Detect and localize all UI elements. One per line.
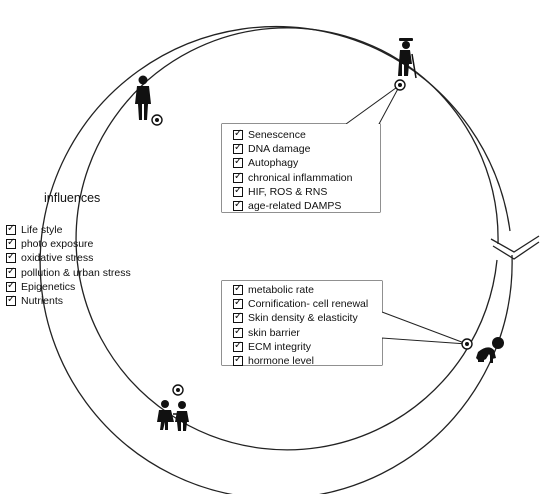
list-item: pollution & urban stress [6,266,131,280]
early-life-factors-box: metabolic rate Cornification- cell renew… [222,281,382,368]
checkbox-icon [6,251,16,264]
cycle-arrow-notch [490,235,540,253]
influences-list: Life style photo exposure oxidative stre… [6,223,131,308]
elderly-person-icon [398,38,417,79]
influences-title: influences [44,191,101,205]
list-item: Senescence [233,128,380,142]
node-adult [151,114,163,126]
checkbox-icon [233,199,243,212]
checkbox-icon [233,297,243,310]
node-baby [461,338,473,350]
children-icon [157,400,189,431]
list-item: Nutrients [6,294,131,308]
checkbox-icon [6,237,16,250]
checkbox-icon [233,354,243,367]
adult-man-icon [135,75,151,120]
checkbox-icon [6,223,16,236]
list-item: Skin density & elasticity [233,311,382,325]
checkbox-icon [233,171,243,183]
list-item: photo exposure [6,237,131,251]
list-item: chronical inflammation [233,171,380,185]
checkbox-icon [6,294,16,307]
checkbox-icon [233,283,243,296]
list-item: age-related DAMPS [233,199,380,213]
list-item: HIF, ROS & RNS [233,185,380,199]
list-item: Life style [6,223,131,237]
list-item: Cornification- cell renewal [233,297,382,311]
checkbox-icon [233,311,243,324]
node-elderly [394,79,406,91]
list-item: DNA damage [233,142,380,156]
checkbox-icon [233,340,243,352]
checkbox-icon [233,185,243,197]
list-item: skin barrier [233,326,382,340]
crawling-baby-icon [476,337,504,363]
checkbox-icon [6,266,16,278]
checkbox-icon [233,128,243,141]
list-item: Epigenetics [6,280,131,294]
aging-factors-box: Senescence DNA damage Autophagy chronica… [222,124,380,212]
checkbox-icon [233,326,243,338]
checkbox-icon [233,142,243,155]
list-item: metabolic rate [233,283,382,297]
node-children [172,384,184,396]
checkbox-icon [233,156,243,169]
list-item: oxidative stress [6,251,131,265]
checkbox-icon [6,280,16,292]
outer-ring [39,26,513,494]
list-item: hormone level [233,354,382,368]
list-item: Autophagy [233,156,380,170]
list-item: ECM integrity [233,340,382,354]
